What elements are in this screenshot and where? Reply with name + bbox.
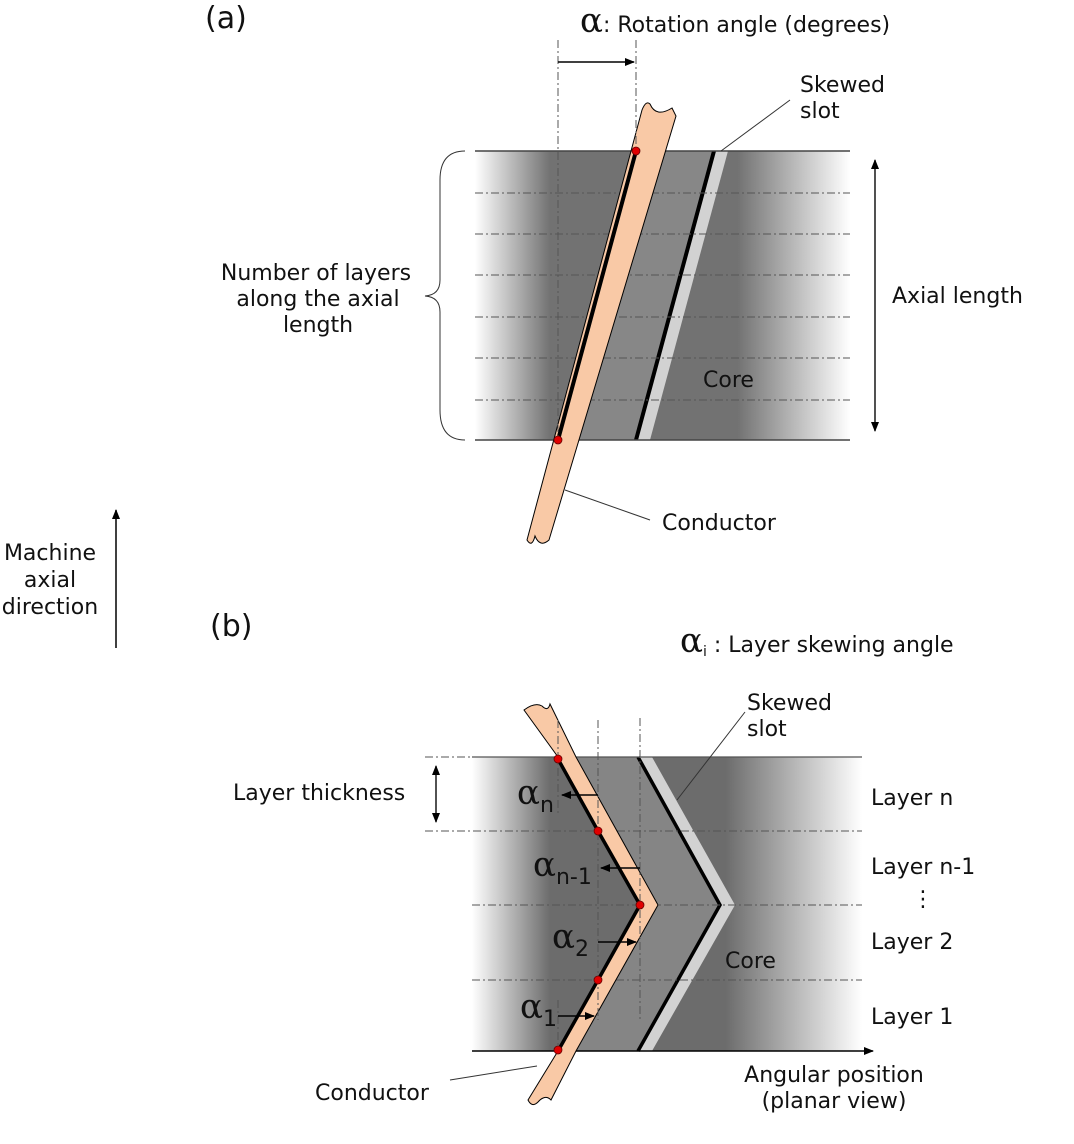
conductor-label-b: Conductor [315,1081,430,1106]
axis-label-2: axial [24,568,76,593]
layers-label-2: along the axial [236,287,399,312]
slot-edge-a [634,150,716,441]
layer-label-n: Layer n [871,786,953,811]
angle-label-1: α1 [520,987,557,1032]
angular-position-label-1: Angular position [744,1063,924,1088]
axis-label-1: Machine [4,541,96,566]
layer-label-1: Layer 1 [871,1005,953,1030]
point-top-a [631,146,641,156]
core-label-b: Core [725,949,776,974]
panel-a: (a) α: Rotation angle (degrees) Skewed s… [205,1,1023,544]
conductor-label-a: Conductor [662,511,777,536]
panel-a-tag: (a) [205,1,247,36]
layers-brace [424,150,466,441]
point-bottom-a [553,435,563,445]
angle-label-2: α2 [552,917,589,962]
layer-thickness-label: Layer thickness [233,781,405,806]
axis-label-3: direction [2,595,98,620]
skewed-slot-label-b1: Skewed [747,691,832,716]
layer-ellipsis: ⋮ [912,887,934,912]
layer-label-2: Layer 2 [871,930,953,955]
layers-label-1: Number of layers [221,261,411,286]
angle-label-n: αn [517,773,554,818]
layers-label-3: length [283,313,353,338]
rotation-angle-label: α: Rotation angle (degrees) [580,1,890,41]
core-tooth-a [576,151,714,440]
panel-b: (b) αi : Layer skewing angle αn αn-1 [210,609,975,1114]
angular-position-label-2: (planar view) [762,1089,907,1114]
skewed-slot-a [636,151,728,440]
layer-label-n-1: Layer n-1 [871,855,975,880]
axial-length-label: Axial length [892,284,1023,309]
layer-angle-label: αi : Layer skewing angle [680,621,954,661]
skewed-slot-label-b2: slot [747,717,787,742]
skewed-slot-label-a1: Skewed [800,73,885,98]
machine-axial-direction: Machine axial direction [2,509,120,648]
core-tooth-b [576,757,720,1051]
core-label-a: Core [703,368,754,393]
layer-lines-a [475,192,850,401]
panel-b-tag: (b) [210,609,252,644]
angle-label-n-1: αn-1 [533,845,592,890]
conductor-edge-a [556,150,638,441]
conductor-b [523,702,659,1106]
conductor-a [526,102,677,544]
skewed-slot-label-a2: slot [800,99,840,124]
